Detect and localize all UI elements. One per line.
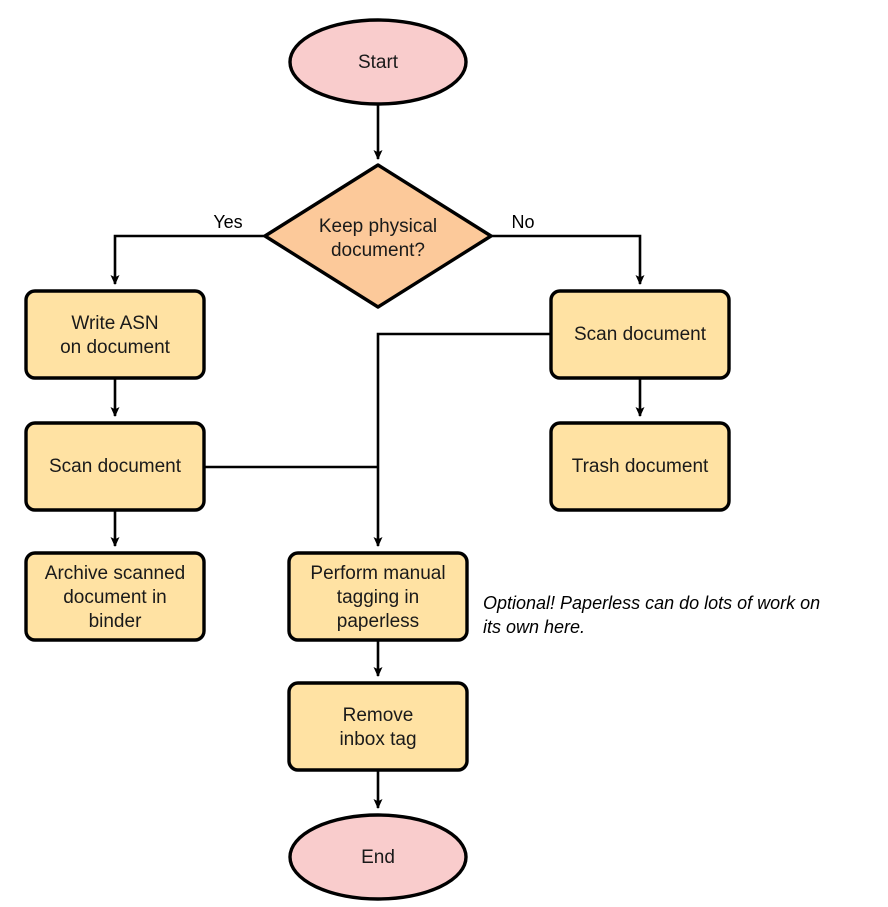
node-manual-tagging[interactable]: Perform manual tagging in paperless: [287, 551, 469, 642]
edge-decision-yes: [110, 234, 265, 285]
manual-tagging-label-line1: Perform manual: [310, 563, 445, 584]
optional-note: Optional! Paperless can do lots of work …: [483, 593, 820, 637]
node-start[interactable]: Start: [288, 18, 468, 106]
node-scan-document-right[interactable]: Scan document: [549, 289, 731, 380]
edge-scanright-to-tagging: [373, 332, 551, 547]
manual-tagging-label-line3: paperless: [337, 611, 419, 632]
manual-tagging-label-line2: tagging in: [337, 587, 419, 608]
end-label: End: [361, 847, 395, 868]
edge-decision-no: [491, 234, 645, 285]
scan-document-right-label: Scan document: [574, 324, 707, 345]
scan-document-left-label: Scan document: [49, 456, 182, 477]
remove-inbox-tag-box[interactable]: [287, 681, 469, 772]
archive-scanned-label-line3: binder: [89, 611, 142, 632]
node-archive-scanned[interactable]: Archive scanned document in binder: [24, 551, 206, 642]
decision-label-line2: document?: [331, 240, 425, 261]
write-asn-box[interactable]: [24, 289, 206, 380]
start-label: Start: [358, 52, 399, 73]
node-remove-inbox-tag[interactable]: Remove inbox tag: [287, 681, 469, 772]
connectors-layer: [110, 104, 645, 809]
archive-scanned-label-line1: Archive scanned: [45, 563, 185, 584]
trash-document-label: Trash document: [572, 456, 709, 477]
node-write-asn[interactable]: Write ASN on document: [24, 289, 206, 380]
remove-inbox-tag-label-line2: inbox tag: [339, 729, 416, 750]
remove-inbox-tag-label-line1: Remove: [343, 705, 414, 726]
write-asn-label-line1: Write ASN: [71, 313, 158, 334]
node-trash-document[interactable]: Trash document: [549, 421, 731, 512]
archive-scanned-box[interactable]: [24, 551, 206, 642]
write-asn-label-line2: on document: [60, 337, 171, 358]
edge-label-no: No: [511, 212, 534, 232]
node-decision-keep-physical[interactable]: Keep physical document?: [263, 163, 493, 309]
manual-tagging-box[interactable]: [287, 551, 469, 642]
edge-label-yes: Yes: [213, 212, 242, 232]
node-end[interactable]: End: [288, 813, 468, 901]
optional-note-line1: Optional! Paperless can do lots of work …: [483, 593, 820, 613]
node-scan-document-left[interactable]: Scan document: [24, 421, 206, 512]
scan-document-left-box[interactable]: [24, 421, 206, 512]
decision-label-line1: Keep physical: [319, 216, 437, 237]
scan-document-right-box[interactable]: [549, 289, 731, 380]
archive-scanned-label-line2: document in: [63, 587, 167, 608]
optional-note-line2: its own here.: [483, 617, 585, 637]
trash-document-box[interactable]: [549, 421, 731, 512]
start-ellipse[interactable]: [288, 18, 468, 106]
decision-diamond[interactable]: [263, 163, 493, 309]
end-ellipse[interactable]: [288, 813, 468, 901]
